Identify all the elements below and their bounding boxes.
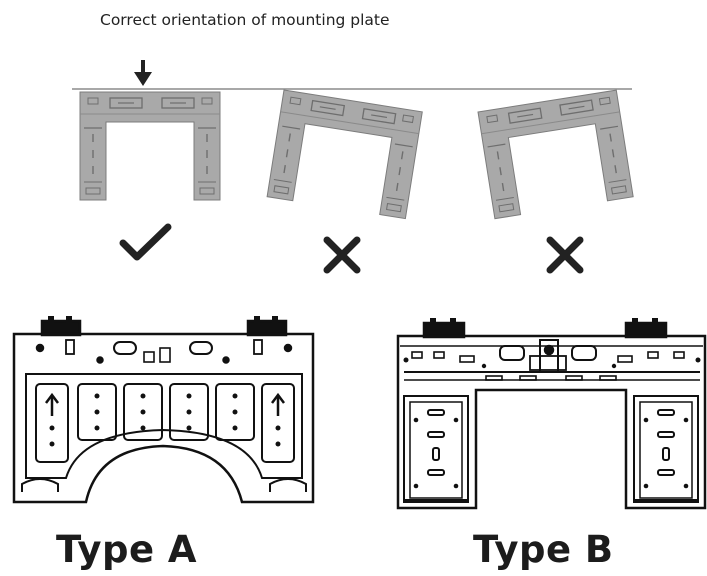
type-b-plate: [396, 318, 707, 510]
tilted-plate-right: [266, 89, 423, 220]
type-a-label: Type A: [56, 528, 198, 571]
up-arrow-icon: [271, 392, 285, 416]
tilted-plate-left: [477, 89, 634, 220]
cross-mark-icon: [546, 236, 584, 274]
type-a-plate: [12, 316, 315, 504]
down-arrow-icon: [134, 60, 152, 86]
type-b-label: Type B: [473, 528, 614, 571]
orientation-caption: Correct orientation of mounting plate: [100, 11, 390, 29]
up-arrow-icon: [45, 392, 59, 416]
cross-mark-icon: [323, 236, 361, 274]
check-mark-icon: [119, 223, 172, 261]
correct-plate: [79, 91, 221, 201]
